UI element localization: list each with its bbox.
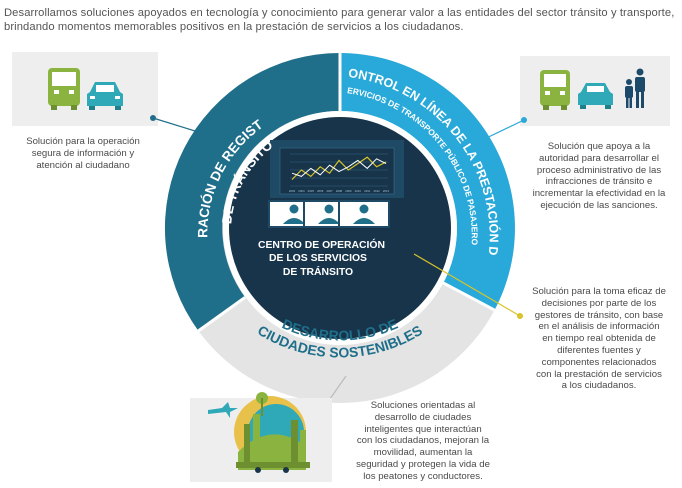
chart-year-label: 2006: [317, 189, 324, 193]
note-line: movilidad, aumentan la: [373, 447, 473, 459]
chart-year-label: 2004: [298, 189, 305, 193]
note-line: componentes relacionados: [541, 356, 657, 368]
note-line: proceso administrativo de las: [536, 164, 662, 176]
intro-line-1: Desarrollamos soluciones apoyados en tec…: [4, 7, 675, 19]
note-line: atención al ciudadano: [36, 159, 130, 171]
intro-line-2: brindando momentos memorables positivos …: [4, 21, 464, 33]
note-line: autoridad para desarrollar el: [539, 152, 659, 164]
note-line: inteligentes que interactúan: [364, 423, 482, 435]
chart-year-label: 2008: [336, 189, 343, 193]
note-line: desarrollo de ciudades: [374, 411, 472, 423]
note-right-mid: Solución para la toma eficaz de decision…: [524, 286, 674, 392]
note-line: ejecución de las sanciones.: [540, 199, 658, 211]
note-line: Solución para la toma eficaz de: [532, 286, 666, 297]
chart-year-label: 2010: [355, 189, 362, 193]
note-line: seguridad y protegen la vida de: [356, 458, 490, 470]
note-line: en tiempo real obtenida de: [542, 333, 656, 345]
note-line: en el análisis de información: [538, 321, 660, 333]
center-title: CENTRO DE OPERACIÓN DE LOS SERVICIOS DE …: [258, 239, 386, 279]
chart-year-label: 2011: [364, 189, 370, 193]
chart-year-label: 2012: [373, 189, 380, 193]
family-icon: [625, 68, 645, 108]
note-line: con la prestación de servicios: [536, 368, 662, 380]
note-left: Solución para la operación segura de inf…: [18, 136, 148, 171]
center-title-line-2: DE LOS SERVICIOS: [269, 253, 367, 265]
note-line: gestores de tránsito, con base: [534, 309, 664, 321]
city-globe-icon: [208, 392, 310, 473]
segment-control: [340, 53, 515, 311]
bus-icon: [48, 68, 80, 110]
connector-left: [150, 115, 209, 136]
car-icon: [578, 83, 613, 109]
chart-year-label: 2009: [345, 189, 352, 193]
note-line: a los ciudadanos.: [561, 380, 637, 392]
center-title-line-1: CENTRO DE OPERACIÓN: [258, 240, 386, 251]
note-line: incrementar la efectividad en la: [532, 188, 666, 200]
note-line: Solución para la operación: [26, 136, 140, 147]
note-line: Solución que apoya a la: [547, 141, 651, 152]
segment-registros: [164, 52, 340, 331]
note-line: segura de información y: [31, 147, 135, 159]
note-right-top: Solución que apoya a la autoridad para d…: [526, 141, 672, 212]
center-title-line-3: DE TRÁNSITO: [282, 266, 354, 278]
note-line: con los ciudadanos, mejoran la: [356, 435, 490, 447]
note-line: diferentes fuentes y: [557, 344, 641, 356]
note-line: los peatones y conductores.: [363, 470, 483, 482]
icon-box-left: [12, 52, 158, 126]
chart-year-label: 2003: [289, 189, 296, 193]
bus-icon: [540, 70, 570, 110]
note-bottom: Soluciones orientadas al desarrollo de c…: [348, 400, 498, 483]
note-line: decisiones por parte de los: [541, 297, 657, 309]
note-line: Soluciones orientadas al: [370, 400, 476, 411]
connector-right-mid: [413, 253, 523, 319]
chart-year-label: 2005: [308, 189, 315, 193]
operator-icon: [338, 200, 390, 228]
connector-right-top: [477, 117, 527, 143]
chart-year-label: 2013: [383, 189, 390, 193]
intro-text: Desarrollamos soluciones apoyados en tec…: [4, 6, 680, 34]
chart-year-label: 2007: [326, 189, 333, 193]
note-line: infracciones de tránsito e: [545, 176, 653, 188]
car-icon: [87, 82, 123, 110]
